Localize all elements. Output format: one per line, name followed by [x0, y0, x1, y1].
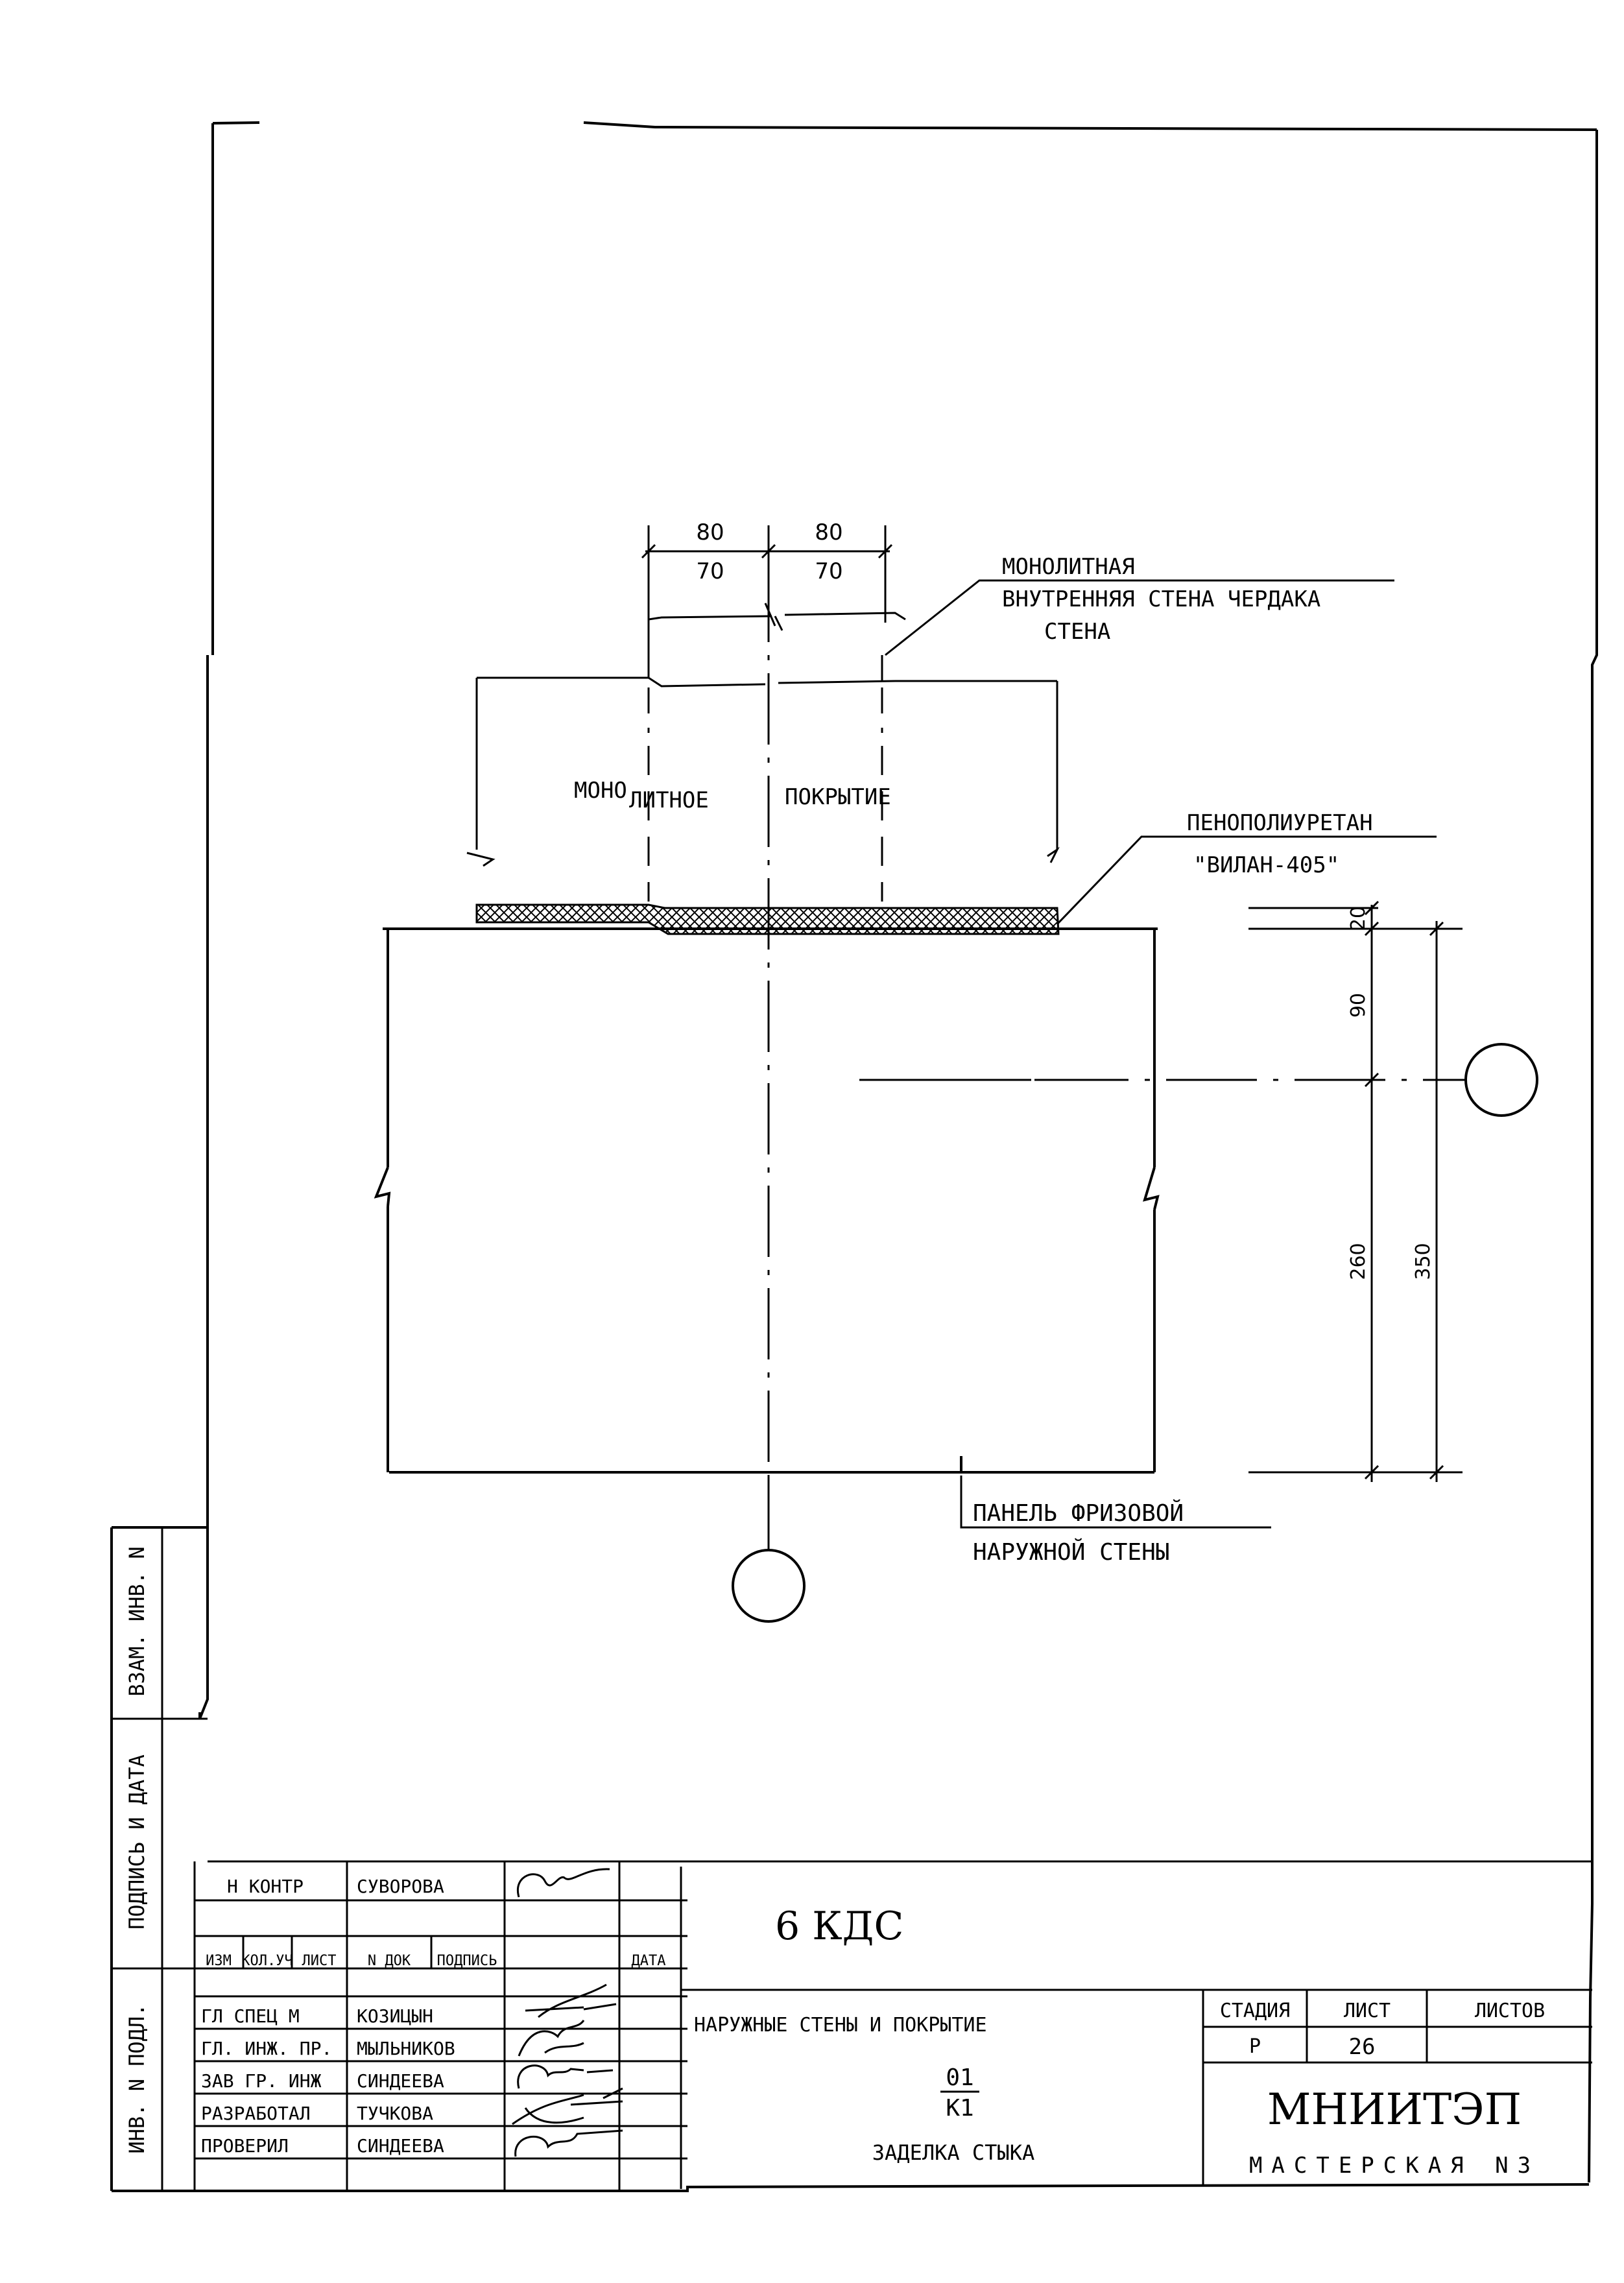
side-stamp-vzam: ВЗАМ. ИНВ. N	[125, 1546, 149, 1696]
org-name: МНИИТЭП	[1267, 2085, 1522, 2134]
title-block-grid	[193, 1860, 1592, 2191]
hdr-sheets: ЛИСТОВ	[1475, 2000, 1545, 2022]
hdr-stage: СТАДИЯ	[1220, 2000, 1290, 2022]
dim-90: 90	[1347, 993, 1370, 1018]
side-stamp-sign: ПОДПИСЬ И ДАТА	[125, 1754, 149, 1930]
value-sheet: 26	[1349, 2034, 1376, 2060]
doc-title: НАРУЖНЫЕ СТЕНЫ И ПОКРЫТИЕ	[694, 2014, 987, 2037]
label-wall-2: ВНУТРЕННЯЯ СТЕНА ЧЕРДАКА	[1002, 586, 1320, 612]
person-role: РАЗРАБОТАЛ	[201, 2103, 311, 2124]
dim-70-right: 70	[815, 558, 842, 584]
doc-num-bottom: К1	[946, 2095, 973, 2122]
dim-20: 20	[1347, 906, 1370, 931]
col-header: N ДОК	[368, 1953, 411, 1969]
person-name: СИНДЕЕВА	[357, 2070, 444, 2092]
col-header: ДАТА	[632, 1953, 666, 1969]
frieze-panel	[374, 927, 1160, 1474]
side-stamp	[112, 1527, 208, 2191]
label-foam-2: "ВИЛАН-405"	[1193, 852, 1339, 878]
value-stage: Р	[1249, 2035, 1261, 2058]
label-foam-1: ПЕНОПОЛИУРЕТАН	[1187, 810, 1373, 836]
dim-260: 260	[1347, 1243, 1370, 1280]
col-header: КОЛ.УЧ	[241, 1953, 293, 1969]
person-role: ЗАВ ГР. ИНЖ	[201, 2070, 322, 2092]
person-name: СИНДЕЕВА	[357, 2135, 444, 2157]
monolithic-cover	[466, 676, 1060, 902]
doc-num-top: 01	[946, 2064, 973, 2091]
label-panel-2: НАРУЖНОЙ СТЕНЫ	[973, 1538, 1169, 1566]
dim-80-left: 80	[696, 520, 724, 545]
right-dimension-lines	[1248, 900, 1463, 1482]
title-block-col-headers: ИЗМ КОЛ.УЧ ЛИСТ N ДОК ПОДПИСЬ ДАТА	[206, 1953, 665, 1969]
hdr-sheet: ЛИСТ	[1344, 2000, 1391, 2022]
signatures	[512, 1868, 623, 2157]
col-header: ПОДПИСЬ	[437, 1953, 497, 1969]
axis-marker-right	[1464, 1043, 1538, 1117]
label-cover-2: ЛИТНОЕ	[629, 787, 709, 813]
side-stamp-inv: ИНВ. N ПОДЛ.	[125, 2003, 149, 2153]
title-block-people: Н КОНТР СУВОРОВА ГЛ СПЕЦ М КОЗИЦЫН ГЛ. И…	[201, 1876, 455, 2157]
dim-70-left: 70	[696, 558, 724, 584]
label-cover-3: ПОКРЫТИЕ	[785, 784, 891, 810]
person-role: Н КОНТР	[227, 1876, 304, 1897]
doc-code: 6 КДС	[775, 1904, 903, 1949]
label-panel-1: ПАНЕЛЬ ФРИЗОВОЙ	[973, 1500, 1184, 1527]
org-sub: МАСТЕРСКАЯ N3	[1249, 2153, 1540, 2179]
dim-350: 350	[1412, 1243, 1435, 1280]
person-name: СУВОРОВА	[357, 1876, 444, 1897]
person-role: ГЛ. ИНЖ. ПР.	[201, 2038, 332, 2059]
label-wall-1: МОНОЛИТНАЯ	[1002, 554, 1135, 580]
person-name: ТУЧКОВА	[357, 2103, 433, 2124]
sheet-frame	[110, 121, 1598, 2192]
person-name: КОЗИЦЫН	[357, 2005, 433, 2027]
col-header: ИЗМ	[206, 1953, 232, 1969]
doc-subtitle: ЗАДЕЛКА СТЫКА	[872, 2140, 1034, 2165]
person-role: ПРОВЕРИЛ	[201, 2135, 289, 2157]
person-name: МЫЛЬНИКОВ	[357, 2038, 455, 2059]
axis-marker-bottom	[732, 1549, 806, 1623]
col-header: ЛИСТ	[302, 1953, 337, 1969]
attic-wall	[647, 603, 906, 733]
axis-lines	[767, 571, 1466, 1550]
dim-80-right: 80	[815, 520, 842, 545]
leader-lines	[885, 579, 1437, 1529]
top-dimension-lines	[641, 525, 893, 623]
label-cover-1: МОНО	[574, 778, 627, 804]
label-wall-3: СТЕНА	[1044, 619, 1110, 645]
person-role: ГЛ СПЕЦ М	[201, 2005, 300, 2027]
